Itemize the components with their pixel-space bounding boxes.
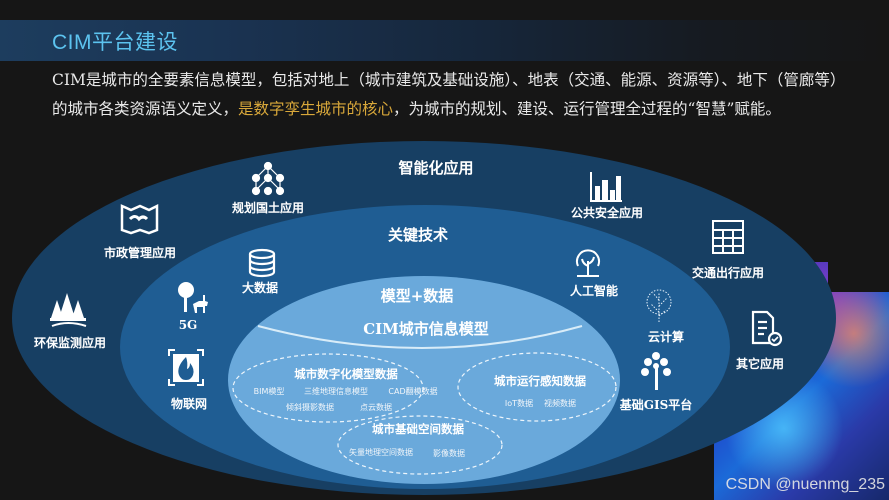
group-spatial-title: 城市基础空间数据 xyxy=(372,422,464,436)
app-other-label: 其它应用 xyxy=(735,357,785,371)
group-sensing-title: 城市运行感知数据 xyxy=(494,374,586,388)
fire-frame-icon xyxy=(168,349,204,386)
group-ellipse-sensing xyxy=(457,352,617,422)
background-patch xyxy=(828,262,889,292)
data-item: 倾斜摄影数据 xyxy=(286,403,334,412)
page-title: CIM平台建设 xyxy=(52,31,178,54)
app-environment-label: 环保监测应用 xyxy=(33,336,107,350)
data-item: 三维地理信息模型 xyxy=(304,387,368,396)
map-icon xyxy=(120,203,159,235)
network-hierarchy-icon xyxy=(251,161,285,196)
core-divider-arc xyxy=(257,325,583,349)
database-icon xyxy=(248,248,276,278)
app-municipal-label: 市政管理应用 xyxy=(103,246,177,260)
group-model-title: 城市数字化模型数据 xyxy=(294,367,398,381)
description-text-2: ，为城市的规划、建设、运行管理全过程的“智慧”赋能。 xyxy=(393,100,781,118)
tech-iot-label: 物联网 xyxy=(170,397,208,411)
bar-chart-icon xyxy=(590,172,622,202)
description-paragraph: CIM是城市的全要素信息模型，包括对地上（城市建筑及基础设施）、地表（交通、能源… xyxy=(52,66,842,124)
title-bar xyxy=(0,20,889,61)
watermark: CSDN @nuenmg_235 xyxy=(725,476,885,493)
tech-cloud-label: 云计算 xyxy=(647,330,685,344)
data-item: 点云数据 xyxy=(360,403,392,412)
sparkle-tree-icon xyxy=(646,289,672,322)
inner-core xyxy=(228,276,620,484)
description-text-1: CIM是城市的全要素信息模型，包括对地上（城市建筑及基础设施）、地表（交通、能源… xyxy=(52,71,838,118)
data-item: 矢量地理空间数据 xyxy=(349,448,413,457)
core-subtitle: CIM城市信息模型 xyxy=(363,320,489,338)
forest-icon xyxy=(50,293,87,327)
tree-deer-icon xyxy=(178,282,208,313)
tree-circle-icon xyxy=(576,249,600,277)
data-item: BIM模型 xyxy=(253,387,285,396)
middle-ring-title: 关键技术 xyxy=(387,226,449,244)
document-check-icon xyxy=(751,310,783,347)
tech-ai-label: 人工智能 xyxy=(569,284,619,298)
tech-5g-label: 5G xyxy=(178,318,198,332)
core-title: 模型+数据 xyxy=(380,287,454,305)
group-ellipse-spatial xyxy=(337,415,503,475)
tech-gis-label: 基础GIS平台 xyxy=(619,398,693,412)
app-traffic-label: 交通出行应用 xyxy=(691,266,765,280)
data-item: 影像数据 xyxy=(433,449,465,458)
outer-ring-title: 智能化应用 xyxy=(398,159,474,177)
data-item: IoT数据 xyxy=(504,399,534,408)
app-public-safety-label: 公共安全应用 xyxy=(570,206,644,220)
app-planning-label: 规划国土应用 xyxy=(231,201,305,215)
group-ellipse-model xyxy=(232,353,424,423)
description-highlight: 是数字孪生城市的核心 xyxy=(238,100,394,118)
data-item: CAD翻模数据 xyxy=(388,387,438,396)
data-item: 视频数据 xyxy=(544,399,576,408)
calculator-grid-icon xyxy=(712,220,744,254)
tech-bigdata-label: 大数据 xyxy=(241,281,279,295)
leafy-tree-icon xyxy=(641,352,671,390)
